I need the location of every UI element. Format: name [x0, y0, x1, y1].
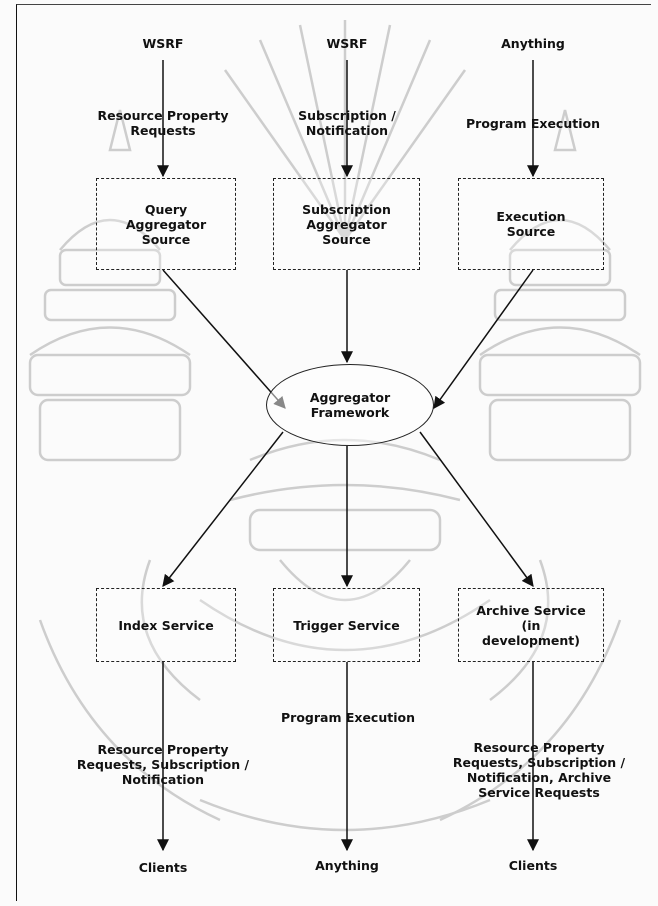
subscription-aggregator-source-label: Subscription Aggregator Source: [302, 201, 391, 247]
query-aggregator-source-label: Query Aggregator Source: [125, 201, 207, 247]
figure-frame: [16, 4, 651, 901]
index-service-label: Index Service: [118, 617, 214, 633]
arrow-execution-to-framework: [433, 269, 534, 409]
right-pagoda-ornament: [478, 109, 642, 462]
trigger-service-label: Trigger Service: [293, 617, 400, 633]
execution-source-box: Execution Source: [458, 178, 604, 270]
sink-clients-left: Clients: [138, 860, 188, 875]
source-wsrf-left: WSRF: [142, 36, 184, 51]
seal-ring: [38, 619, 622, 832]
archive-service-label: Archive Service (in development): [476, 602, 586, 648]
archive-service-box: Archive Service (in development): [458, 588, 604, 662]
source-wsrf-center: WSRF: [326, 36, 368, 51]
label-client-requests-left: Resource Property Requests, Subscription…: [76, 742, 250, 787]
source-anything: Anything: [501, 36, 565, 51]
arrow-query-to-framework: [162, 269, 286, 409]
label-client-requests-right: Resource Property Requests, Subscription…: [452, 740, 626, 800]
label-resource-property-requests: Resource Property Requests: [97, 108, 229, 138]
sink-anything: Anything: [315, 858, 379, 873]
label-program-execution-output: Program Execution: [281, 710, 415, 725]
arrow-framework-to-archive: [419, 431, 534, 587]
arrow-framework-to-index: [162, 431, 284, 587]
index-service-box: Index Service: [96, 588, 236, 662]
subscription-aggregator-source-box: Subscription Aggregator Source: [273, 178, 420, 270]
label-program-execution-input: Program Execution: [466, 116, 600, 131]
sunburst-rays: [223, 20, 467, 241]
center-ornament: [140, 438, 550, 701]
trigger-service-box: Trigger Service: [273, 588, 420, 662]
sink-clients-right: Clients: [508, 858, 558, 873]
aggregator-framework-ellipse: Aggregator Framework: [266, 364, 434, 446]
query-aggregator-source-box: Query Aggregator Source: [96, 178, 236, 270]
label-subscription-notification: Subscription / Notification: [298, 108, 396, 138]
execution-source-label: Execution Source: [496, 209, 566, 239]
left-pagoda-ornament: [28, 109, 192, 462]
aggregator-framework-label: Aggregator Framework: [309, 390, 391, 420]
